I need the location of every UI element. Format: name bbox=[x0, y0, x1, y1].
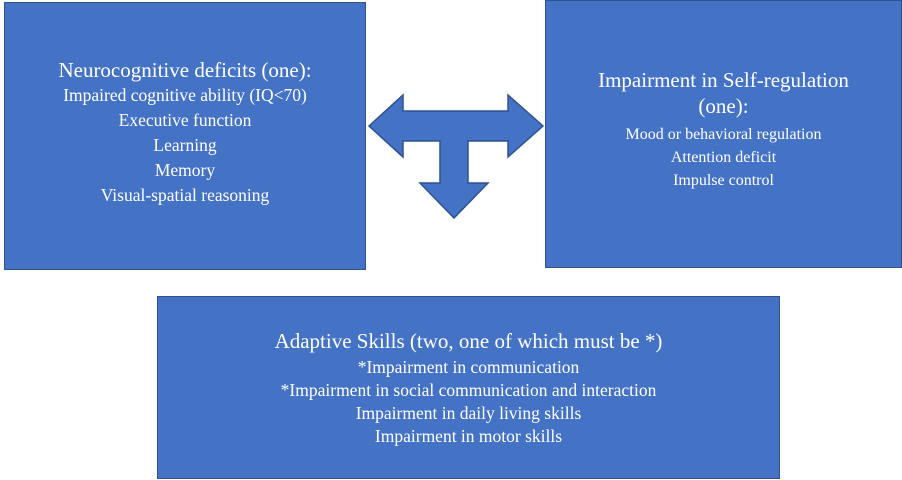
adaptive-skills-box: Adaptive Skills (two, one of which must … bbox=[157, 296, 780, 479]
adaptive-skills-title: Adaptive Skills (two, one of which must … bbox=[274, 328, 663, 353]
neurocognitive-deficits-box: Neurocognitive deficits (one): Impaired … bbox=[4, 2, 366, 270]
neurocognitive-item: Impaired cognitive ability (IQ<70) bbox=[63, 84, 307, 105]
adaptive-skills-item: Impairment in motor skills bbox=[374, 425, 563, 446]
self-regulation-box: Impairment in Self-regulation (one): Moo… bbox=[545, 0, 902, 268]
self-regulation-item: Mood or behavioral regulation bbox=[625, 125, 822, 143]
adaptive-skills-item: Impairment in daily living skills bbox=[355, 402, 582, 423]
three-way-arrow-shape bbox=[367, 93, 545, 220]
self-regulation-title-line: Impairment in Self-regulation bbox=[598, 67, 849, 92]
self-regulation-item: Attention deficit bbox=[670, 148, 777, 166]
adaptive-skills-item: *Impairment in communication bbox=[357, 356, 580, 377]
neurocognitive-item: Learning bbox=[153, 134, 217, 155]
neurocognitive-item: Executive function bbox=[118, 109, 252, 130]
neurocognitive-title: Neurocognitive deficits (one): bbox=[58, 57, 312, 82]
adaptive-skills-item: *Impairment in social communication and … bbox=[280, 379, 657, 400]
neurocognitive-item: Memory bbox=[154, 159, 216, 180]
self-regulation-title-line: (one): bbox=[698, 93, 749, 118]
self-regulation-item: Impulse control bbox=[673, 171, 774, 189]
neurocognitive-item: Visual-spatial reasoning bbox=[100, 184, 270, 205]
self-regulation-title: Impairment in Self-regulation (one): bbox=[598, 67, 849, 119]
